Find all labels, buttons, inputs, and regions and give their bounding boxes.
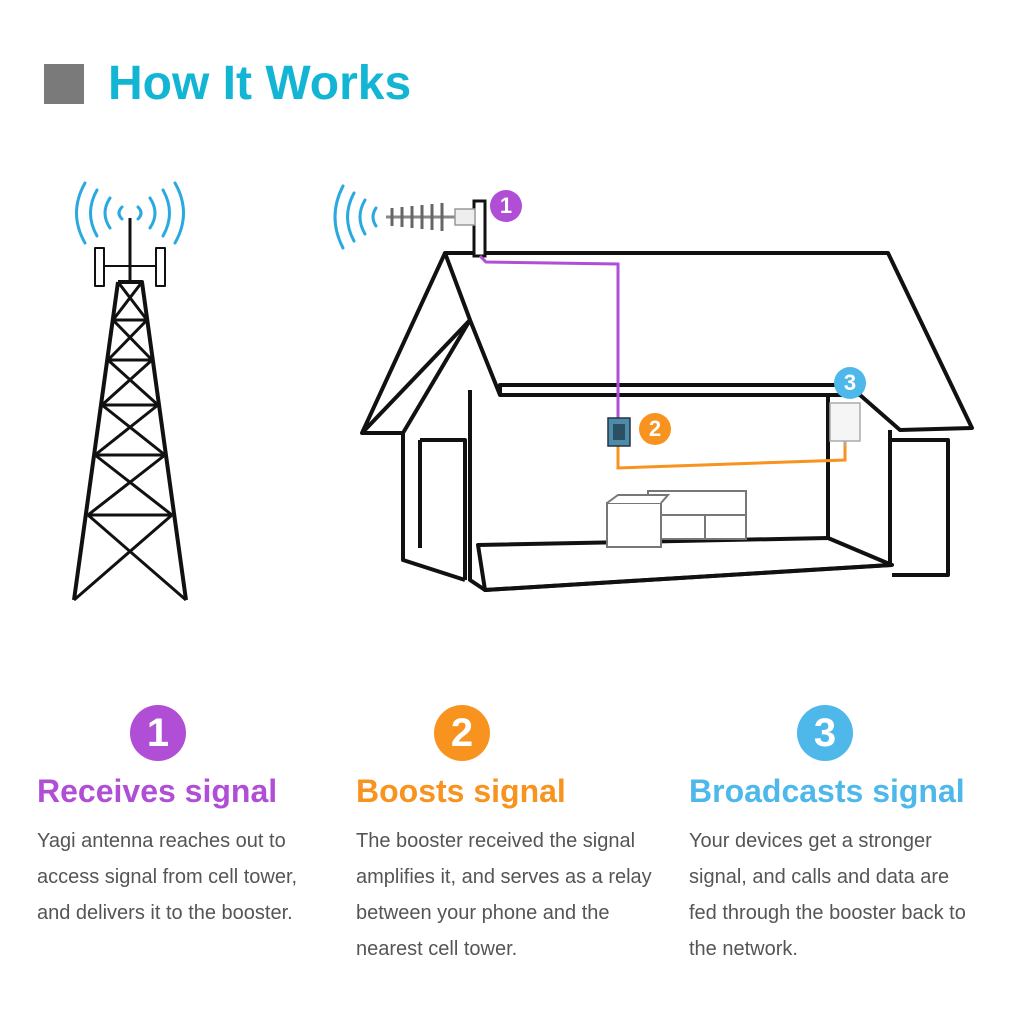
diagram-marker-2: 2 [639, 413, 671, 445]
page-title: How It Works [108, 57, 412, 110]
step-1-title: Receives signal [37, 773, 278, 809]
house-floor [476, 536, 894, 592]
indoor-cable [616, 438, 847, 470]
step-2-badge: 2 [434, 705, 490, 761]
indoor-antenna [829, 402, 861, 446]
step-2-title: Boosts signal [356, 773, 566, 809]
step-3-badge: 3 [797, 705, 853, 761]
antenna-signal-waves [333, 184, 378, 250]
step-1-description: Yagi antenna reaches out to access signa… [37, 830, 298, 924]
diagram-marker-1: 1 [490, 190, 522, 222]
sofa [647, 490, 747, 540]
tower-signal-waves [75, 181, 185, 245]
tower-panel-left [94, 247, 105, 287]
house-roof [443, 251, 974, 432]
table [606, 494, 671, 548]
diagram-marker-3: 3 [834, 367, 866, 399]
booster [607, 417, 631, 447]
antenna-cable [478, 254, 620, 418]
house [360, 251, 974, 592]
step-1-badge: 1 [130, 705, 186, 761]
antenna-pole [472, 199, 487, 258]
header-square-icon [44, 64, 84, 104]
cell-tower [72, 218, 188, 602]
step-3-title: Broadcasts signal [689, 773, 965, 809]
step-2-description: The booster received the signal amplifie… [356, 830, 652, 960]
tower-panel-right [155, 247, 166, 287]
yagi-antenna [386, 199, 487, 258]
step-3-description: Your devices get a stronger signal, and … [689, 830, 966, 960]
